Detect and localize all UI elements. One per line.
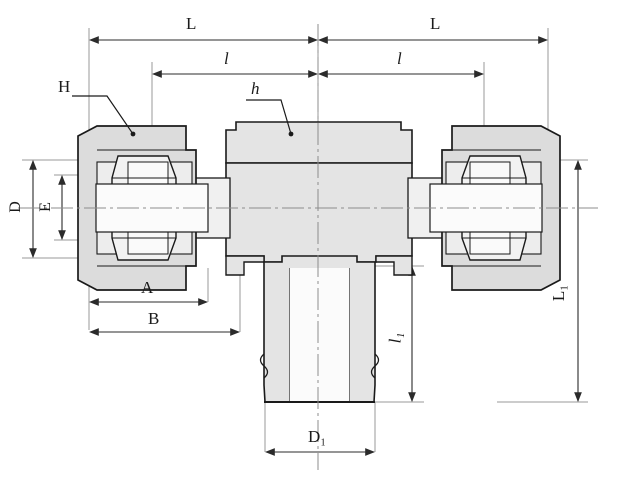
dim-label-A: A [141,278,154,297]
body-shoulder-right [375,255,413,276]
tee-body-part [225,121,413,276]
H-leader-dot [130,131,136,137]
dim-label-D: D [6,201,24,213]
dim-label-l-left: l [224,49,229,68]
break-mark-left [259,353,269,379]
dim-label-H: H [58,77,71,96]
dim-label-D1: D₁ [308,427,327,446]
h-leader-line [246,99,292,135]
dim-label-B: B [148,309,160,328]
dim-label-E: E [36,202,54,212]
leader-lines [72,95,294,137]
dim-label-L-right: L [430,14,441,33]
h-leader-dot [288,131,294,137]
body-shoulder-left [225,255,265,276]
dimension-lines [29,36,582,456]
body-midsection [225,162,413,263]
break-mark-right [370,353,380,379]
dim-label-l-right: l [397,49,402,68]
dim-label-l1: l₁ [385,332,405,344]
body-top-hex [225,121,413,164]
dim-label-L1: L₁ [549,284,569,302]
dim-label-h: h [251,79,260,98]
H-leader-line [72,95,134,135]
centerlines [18,24,598,470]
dim-label-L-left: L [186,14,197,33]
branch-leg-part [259,255,380,403]
